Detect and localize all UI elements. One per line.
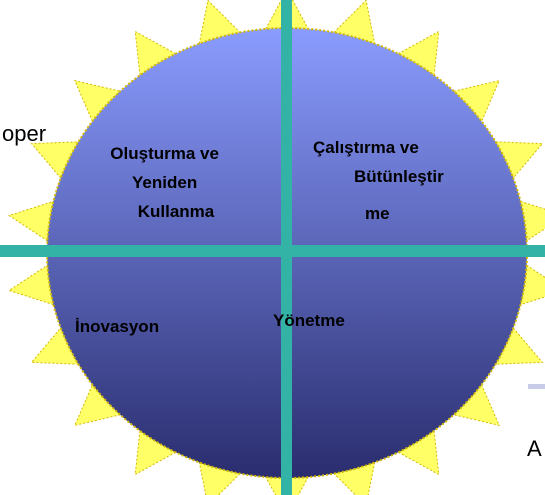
decorative-bar — [528, 384, 545, 389]
left-edge-text-fragment: oper — [2, 121, 46, 146]
sun-ray — [73, 79, 122, 123]
sun-ray — [198, 0, 241, 45]
quadrant-bottom-right-label: Yönetme — [273, 311, 345, 330]
sun-ray — [397, 429, 440, 476]
sun-ray — [73, 383, 122, 427]
sun-ray — [333, 0, 376, 45]
sun-ray — [452, 79, 501, 123]
sun-ray — [134, 429, 177, 476]
right-edge-text-fragment: A — [527, 436, 542, 461]
sun-ray — [452, 383, 501, 427]
sun-ray — [397, 30, 440, 77]
horizontal-divider — [0, 245, 545, 257]
quadrant-bottom-left-label: İnovasyon — [75, 317, 159, 336]
sun-ray — [333, 461, 376, 495]
sun-ray — [134, 30, 177, 77]
quadrant-top-left-label: Oluşturma ve Yeniden Kullanma — [110, 144, 223, 221]
quadrant-top-right-label: Çalıştırma ve Bütünleştir me — [313, 138, 448, 223]
sun-ray — [7, 200, 55, 242]
sun-ray — [198, 461, 241, 495]
sun-ray — [7, 264, 55, 306]
